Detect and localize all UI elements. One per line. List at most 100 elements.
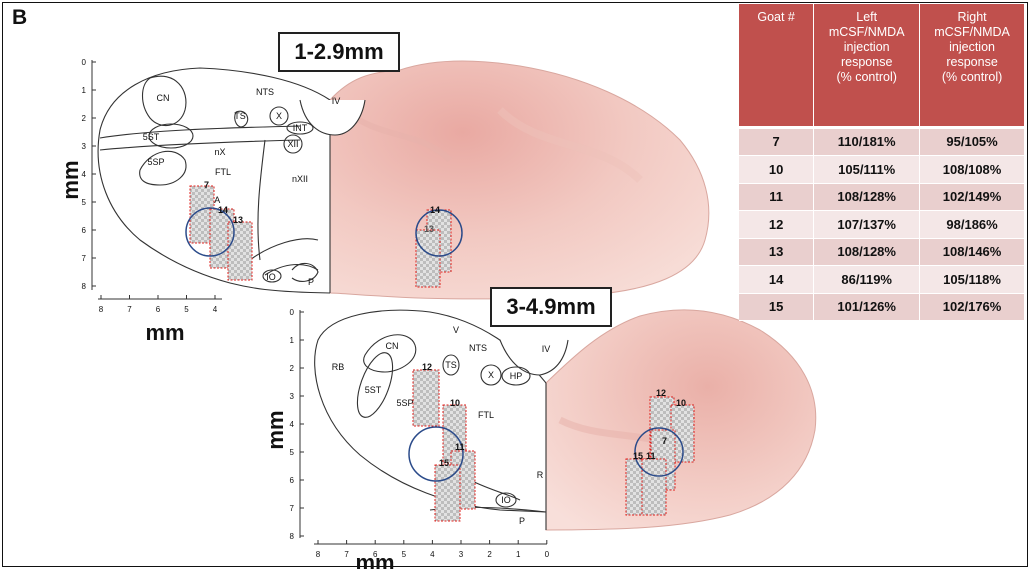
cell-left: 110/181% (814, 127, 920, 156)
histology-site-label: 15 (633, 451, 643, 461)
cell-goat: 13 (739, 238, 814, 266)
svg-text:RB: RB (332, 362, 345, 372)
histology-site-label: 11 (646, 451, 656, 461)
cell-right: 98/186% (920, 211, 1025, 239)
x-tick-label: 8 (99, 305, 104, 314)
table-row: 10105/111%108/108% (739, 156, 1025, 184)
header-line: mCSF/NMDA (816, 25, 917, 40)
y-tick-label: 0 (82, 58, 87, 67)
section-bottom-sites: 12 10 11 15 (409, 362, 475, 521)
cell-right: 105/118% (920, 266, 1025, 294)
svg-text:IV: IV (332, 96, 341, 106)
site-label: 13 (233, 215, 243, 225)
x-tick-label: 2 (487, 550, 492, 559)
y-tick-label: 5 (82, 198, 87, 207)
range-label-bottom: 3-4.9mm (490, 287, 612, 327)
cell-left: 105/111% (814, 156, 920, 184)
cell-goat: 12 (739, 211, 814, 239)
histology-site-rect (416, 230, 440, 287)
svg-text:5ST: 5ST (365, 385, 382, 395)
y-tick-label: 8 (290, 532, 295, 541)
header-line: mCSF/NMDA (922, 25, 1022, 40)
y-tick-label: 0 (290, 308, 295, 317)
histology-site-label: 13 (424, 224, 434, 234)
y-tick-label: 1 (290, 336, 295, 345)
svg-text:R: R (537, 470, 544, 480)
header-line: response (816, 55, 917, 70)
svg-text:P: P (308, 277, 314, 287)
svg-text:INT: INT (293, 123, 308, 133)
site-rect (435, 465, 460, 521)
cell-left: 107/137% (814, 211, 920, 239)
svg-text:TS: TS (234, 111, 246, 121)
section-top-histology (330, 61, 709, 299)
section-top-x-unit: mm (145, 320, 184, 345)
cell-goat: 15 (739, 293, 814, 321)
cell-left: 108/128% (814, 183, 920, 211)
x-tick-label: 5 (402, 550, 407, 559)
y-tick-label: 1 (82, 86, 87, 95)
svg-text:P: P (519, 516, 525, 526)
y-tick-label: 6 (82, 226, 87, 235)
section-top-y-unit: mm (58, 160, 83, 199)
svg-text:CN: CN (157, 93, 170, 103)
y-tick-label: 4 (82, 170, 87, 179)
cell-goat: 10 (739, 156, 814, 184)
svg-text:IV: IV (542, 344, 551, 354)
y-tick-label: 2 (82, 114, 87, 123)
svg-text:CN: CN (386, 341, 399, 351)
section-bottom-y-unit: mm (263, 410, 288, 449)
histology-site-rect (642, 459, 666, 515)
svg-text:5SP: 5SP (396, 398, 413, 408)
x-tick-label: 3 (459, 550, 464, 559)
header-line: injection (816, 40, 917, 55)
y-tick-label: 7 (290, 504, 295, 513)
svg-text:FTL: FTL (478, 410, 494, 420)
y-tick-label: 8 (82, 282, 87, 291)
svg-text:TS: TS (445, 360, 457, 370)
cell-right: 108/108% (920, 156, 1025, 184)
svg-text:nXII: nXII (292, 174, 308, 184)
svg-text:X: X (276, 111, 282, 121)
header-line: Right (922, 10, 1022, 25)
cell-right: 102/176% (920, 293, 1025, 321)
header-goat-number: Goat # (739, 4, 814, 127)
header-line: injection (922, 40, 1022, 55)
site-label: 12 (422, 362, 432, 372)
x-tick-label: 8 (316, 550, 321, 559)
table-row: 12107/137%98/186% (739, 211, 1025, 239)
header-line: Left (816, 10, 917, 25)
y-tick-label: 5 (290, 448, 295, 457)
svg-text:IO: IO (501, 495, 511, 505)
site-label: 10 (450, 398, 460, 408)
cell-left: 86/119% (814, 266, 920, 294)
x-tick-label: 4 (430, 550, 435, 559)
x-tick-label: 1 (516, 550, 521, 559)
histology-site-label: 10 (676, 398, 686, 408)
svg-text:FTL: FTL (215, 167, 231, 177)
site-label: 14 (218, 205, 228, 215)
svg-text:IO: IO (266, 272, 276, 282)
svg-text:5SP: 5SP (147, 157, 164, 167)
svg-text:5ST: 5ST (143, 132, 160, 142)
header-line: (% control) (816, 70, 917, 85)
histology-site-label: 12 (656, 388, 666, 398)
y-tick-label: 6 (290, 476, 295, 485)
x-tick-label: 4 (213, 305, 218, 314)
header-line: response (922, 55, 1022, 70)
header-line: Goat # (741, 10, 811, 25)
y-tick-label: 4 (290, 420, 295, 429)
x-tick-label: 0 (545, 550, 550, 559)
cell-goat: 14 (739, 266, 814, 294)
site-label: 11 (455, 442, 465, 452)
x-tick-label: 5 (184, 305, 189, 314)
svg-text:V: V (453, 325, 459, 335)
